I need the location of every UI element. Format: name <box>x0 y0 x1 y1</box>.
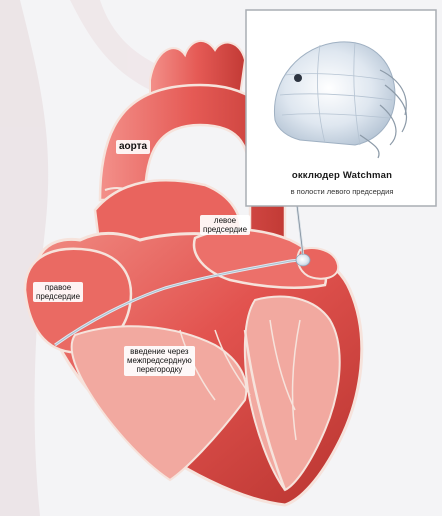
label-aorta: аорта <box>116 140 150 154</box>
label-septal-access: введение через межпредсердную перегородк… <box>124 346 195 376</box>
occluder-device-small <box>296 254 310 266</box>
inset-subtitle: в полости левого предсердия <box>252 181 432 199</box>
label-right-atrium: правое предсердие <box>33 282 83 302</box>
label-left-atrium: левое предсердие <box>200 215 250 235</box>
